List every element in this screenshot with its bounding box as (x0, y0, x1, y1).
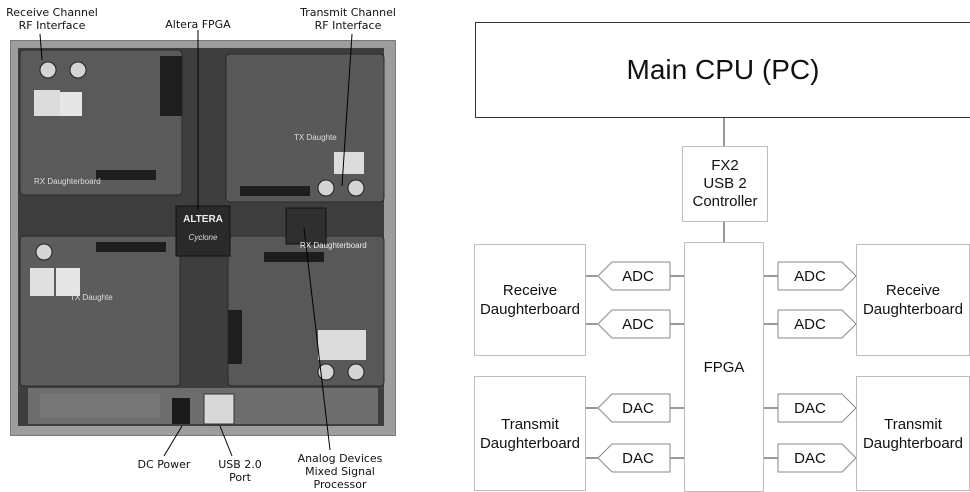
pin-header (264, 252, 324, 262)
connector-strip (40, 394, 160, 418)
rx-board-left: Receive Daughterboard (474, 244, 586, 356)
sma-connector-icon (36, 244, 52, 260)
pin-header (160, 56, 182, 116)
ad-chip (286, 208, 326, 244)
rf-header (318, 330, 366, 360)
tx-right-label: Transmit Daughterboard (863, 415, 963, 453)
dac-label-l2: DAC (622, 450, 654, 467)
tx-daughterboard-top (226, 54, 384, 202)
tx-board-left: Transmit Daughterboard (474, 376, 586, 491)
rf-header (34, 90, 60, 116)
rx-daughterboard-print-mid: RX Daughterboard (300, 241, 367, 250)
rf-header (60, 92, 82, 116)
rx-right-label: Receive Daughterboard (863, 281, 963, 319)
board-illustration: ALTERA Cyclone TX Daughte RX Daughterboa… (0, 0, 470, 491)
pin-header (96, 242, 166, 252)
pin-header (228, 310, 242, 364)
rf-header (334, 152, 364, 174)
pin-header (96, 170, 156, 180)
tx-board-right: Transmit Daughterboard (856, 376, 970, 491)
dac-label-r2: DAC (794, 450, 826, 467)
rx-left-label: Receive Daughterboard (480, 281, 580, 319)
dc-power-jack (172, 398, 190, 424)
tx-daughter-print-mid: TX Daughte (70, 293, 113, 302)
altera-chip-text: ALTERA (183, 214, 223, 225)
dac-label-r1: DAC (794, 400, 826, 417)
fx2-label: FX2 USB 2 Controller (692, 157, 757, 211)
main-cpu-box: Main CPU (PC) (475, 22, 970, 118)
pin-header (240, 186, 310, 196)
tx-daughter-print-top: TX Daughte (294, 133, 337, 142)
rf-header (30, 268, 54, 296)
adc-label-l1: ADC (622, 268, 654, 285)
cyclone-chip-text: Cyclone (189, 233, 218, 242)
sma-connector-icon (318, 180, 334, 196)
fpga-label-diagram: FPGA (704, 359, 745, 376)
rx-daughterboard-print-top: RX Daughterboard (34, 177, 101, 186)
dac-label-l1: DAC (622, 400, 654, 417)
rf-header (56, 268, 80, 296)
main-cpu-label: Main CPU (PC) (627, 54, 820, 86)
fpga-box: FPGA (684, 242, 764, 492)
fx2-box: FX2 USB 2 Controller (682, 146, 768, 222)
usb-port (204, 394, 234, 424)
tx-left-label: Transmit Daughterboard (480, 415, 580, 453)
sma-connector-icon (40, 62, 56, 78)
sma-connector-icon (348, 364, 364, 380)
adc-label-r2: ADC (794, 316, 826, 333)
adc-label-l2: ADC (622, 316, 654, 333)
sma-connector-icon (348, 180, 364, 196)
adc-label-r1: ADC (794, 268, 826, 285)
sma-connector-icon (70, 62, 86, 78)
rx-board-right: Receive Daughterboard (856, 244, 970, 356)
